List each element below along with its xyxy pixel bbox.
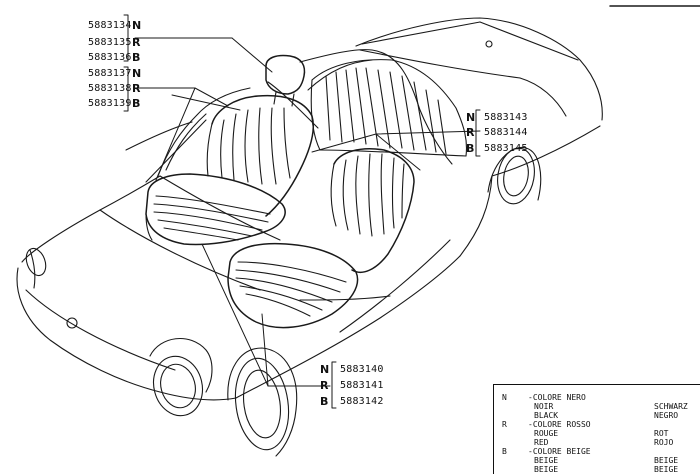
color-code: B (132, 51, 141, 64)
legend-code: N (502, 393, 507, 402)
legend-fr: NOIR (534, 402, 554, 411)
color-code: B (466, 142, 475, 155)
right-seat (227, 148, 415, 329)
color-legend: N -COLORE NERO NOIR BLACK SCHWARZ NEGRO … (493, 384, 700, 474)
part-number: 5883145 (484, 143, 528, 154)
color-code: N (466, 111, 476, 124)
part-number: 5883135 (88, 37, 132, 48)
color-code: B (320, 395, 329, 408)
part-number: 5883141 (340, 380, 384, 391)
part-number: 5883134 (88, 20, 132, 31)
part-number: 5883136 (88, 52, 132, 63)
legend-code: R (502, 420, 507, 429)
part-number: 5883144 (484, 127, 528, 138)
callout-brackets (123, 14, 481, 409)
color-code: R (320, 379, 329, 392)
color-code: N (320, 363, 330, 376)
legend-en: RED (534, 438, 549, 447)
part-number: 5883142 (340, 396, 384, 407)
part-number: 5883137 (88, 68, 132, 79)
legend-de: SCHWARZ (654, 402, 688, 411)
color-code: N (132, 67, 142, 80)
part-number: 5883140 (340, 364, 384, 375)
color-code: R (132, 36, 141, 49)
leader-lines (134, 37, 481, 387)
left-seat (145, 54, 314, 246)
legend-title: -COLORE ROSSO (528, 420, 591, 429)
legend-en: BEIGE (534, 465, 559, 474)
legend-de: ROT (654, 429, 669, 438)
color-code: R (466, 126, 475, 139)
part-number: 5883143 (484, 112, 528, 123)
legend-code: B (502, 447, 507, 456)
part-number: 5883138 (88, 83, 132, 94)
legend-es: BEIGE (654, 465, 679, 474)
color-code: R (132, 82, 141, 95)
legend-fr: ROUGE (534, 429, 559, 438)
color-code: B (132, 97, 141, 110)
legend-es: NEGRO (654, 411, 679, 420)
rear-cover-panel (310, 59, 468, 157)
legend-title: -COLORE BEIGE (528, 447, 591, 456)
car-body (16, 17, 603, 457)
legend-de: BEIGE (654, 456, 679, 465)
legend-en: BLACK (534, 411, 559, 420)
color-code: N (132, 19, 142, 32)
legend-es: ROJO (654, 438, 674, 447)
legend-title: -COLORE NERO (528, 393, 586, 402)
part-number: 5883139 (88, 98, 132, 109)
legend-fr: BEIGE (534, 456, 559, 465)
